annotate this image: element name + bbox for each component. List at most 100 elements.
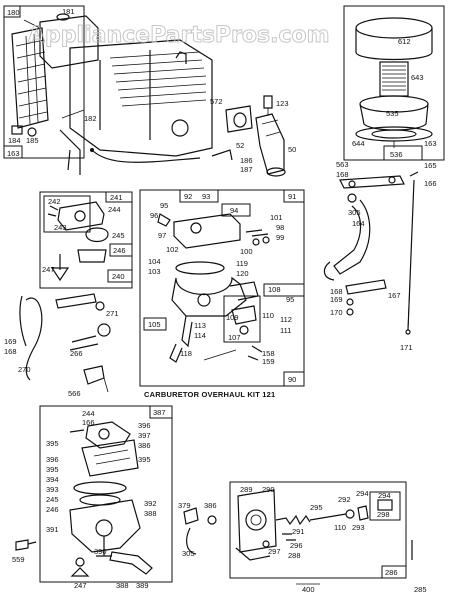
part-184-icon xyxy=(11,125,23,135)
part-label: 103 xyxy=(148,267,161,276)
loose-parts-group: 169 168 270 271 266 566 xyxy=(4,293,119,398)
manifold-flange-icon xyxy=(266,167,286,177)
part-label: 163 xyxy=(424,139,437,148)
part-label: 572 xyxy=(210,97,223,106)
part-label: 159 xyxy=(262,357,275,366)
washer-305-icon xyxy=(347,193,357,203)
clip-icon xyxy=(90,148,94,152)
engine-group-frame xyxy=(3,5,85,159)
part-label: 182 xyxy=(84,114,97,123)
fuel-pump-kit-group: 242 241 244 243 245 246 247 240 xyxy=(39,191,133,289)
filter-cover-612-icon xyxy=(355,28,433,61)
part-label: 167 xyxy=(388,291,401,300)
label-box-94 xyxy=(221,203,251,217)
screw-99-icon xyxy=(245,229,269,237)
starter-bracket-icon xyxy=(237,489,277,553)
leader-566 xyxy=(103,377,109,393)
part-label: 387 xyxy=(153,408,166,417)
fuel-pump-frame xyxy=(39,191,133,289)
part-label: 112 xyxy=(280,315,292,324)
part-label: 559 xyxy=(12,555,25,564)
governor-cap-hub xyxy=(98,428,110,440)
spring-295-icon xyxy=(275,514,311,526)
part-label: 95 xyxy=(160,201,168,210)
part-label: 396 xyxy=(46,455,59,464)
cylinder-fins xyxy=(109,51,207,107)
manifold-50-icon xyxy=(255,113,285,175)
sub-box-242 xyxy=(43,195,91,233)
part-label: 158 xyxy=(262,349,275,358)
part-label: 119 xyxy=(236,259,248,268)
gasket-52-icon xyxy=(225,105,253,133)
part-label: 184 xyxy=(8,136,21,145)
bolt-559-icon xyxy=(15,539,29,551)
part-label: 91 xyxy=(288,192,296,201)
leader-182 xyxy=(61,109,85,119)
part-label: 396 xyxy=(138,421,151,430)
part-label: 292 xyxy=(338,495,351,504)
label-box-91 xyxy=(283,189,305,203)
label-box-180 xyxy=(3,5,21,18)
label-box-92-93 xyxy=(179,189,219,203)
carb-bowl-icon xyxy=(171,276,247,317)
cylinder-port-icon xyxy=(171,119,189,137)
wire-305-icon xyxy=(186,527,197,555)
label-box-241 xyxy=(105,191,133,203)
part-label: 291 xyxy=(292,527,305,536)
part-label: 104 xyxy=(148,257,161,266)
bracket-hook xyxy=(409,171,419,177)
carb-nozzle-icon xyxy=(229,281,259,301)
shaft-266-icon xyxy=(69,335,99,351)
part-label: 290 xyxy=(262,485,275,494)
part-label: 644 xyxy=(352,139,365,148)
part-label: 165 xyxy=(424,161,437,170)
part-label: 99 xyxy=(276,233,284,242)
part-label: 98 xyxy=(276,223,284,232)
gasket-port-icon xyxy=(233,112,247,128)
part-label: 168 xyxy=(330,287,343,296)
control-bracket-icon xyxy=(339,175,405,189)
part-label: 164 xyxy=(352,219,365,228)
rod-end-icon xyxy=(405,329,411,335)
part-390-icon xyxy=(75,557,85,567)
sub-box-109 xyxy=(223,295,261,343)
spring-168-icon xyxy=(19,295,27,347)
link-164-icon xyxy=(333,199,371,275)
part-386-icon xyxy=(207,515,217,525)
screw-170-icon xyxy=(346,308,354,316)
carburetor-group: 95 96 92 93 91 94 97 101 98 99 100 102 1… xyxy=(139,189,305,399)
part-label: 297 xyxy=(268,547,281,556)
part-label: 563 xyxy=(336,160,349,169)
label-box-387 xyxy=(149,405,173,419)
pump-diaphragm-icon xyxy=(74,210,86,222)
engine-base xyxy=(59,129,81,175)
part-label: 391 xyxy=(46,525,59,534)
part-label: 295 xyxy=(310,503,323,512)
rod-tip xyxy=(407,279,411,331)
part-label: 163 xyxy=(7,149,20,158)
needle-113-icon xyxy=(181,315,193,348)
part-379-icon xyxy=(183,507,199,525)
part-label: 241 xyxy=(110,193,123,202)
label-box-105 xyxy=(143,317,167,331)
float-bowl-icon xyxy=(85,227,109,243)
starter-group: 289 290 295 292 294 294 298 291 110 293 … xyxy=(229,481,427,594)
part-288-icon xyxy=(262,540,270,548)
part-label: 247 xyxy=(42,265,55,274)
part-label: 110 xyxy=(334,523,346,532)
fuel-pump-body-icon xyxy=(57,201,105,231)
part-label: 169 xyxy=(330,295,343,304)
bolt-559-shank xyxy=(27,541,37,545)
grille-slats xyxy=(15,39,48,119)
part-label: 247 xyxy=(74,581,87,590)
part-label: 185 xyxy=(26,136,39,145)
part-label: 244 xyxy=(82,409,95,418)
screws-297-icon xyxy=(282,533,296,541)
part-label: 388 xyxy=(116,581,129,590)
part-label: 105 xyxy=(148,320,161,329)
part-label: 305 xyxy=(182,549,195,558)
part-label: 246 xyxy=(113,246,126,255)
starter-bracket-hole xyxy=(245,509,267,531)
label-box-246 xyxy=(109,243,133,257)
